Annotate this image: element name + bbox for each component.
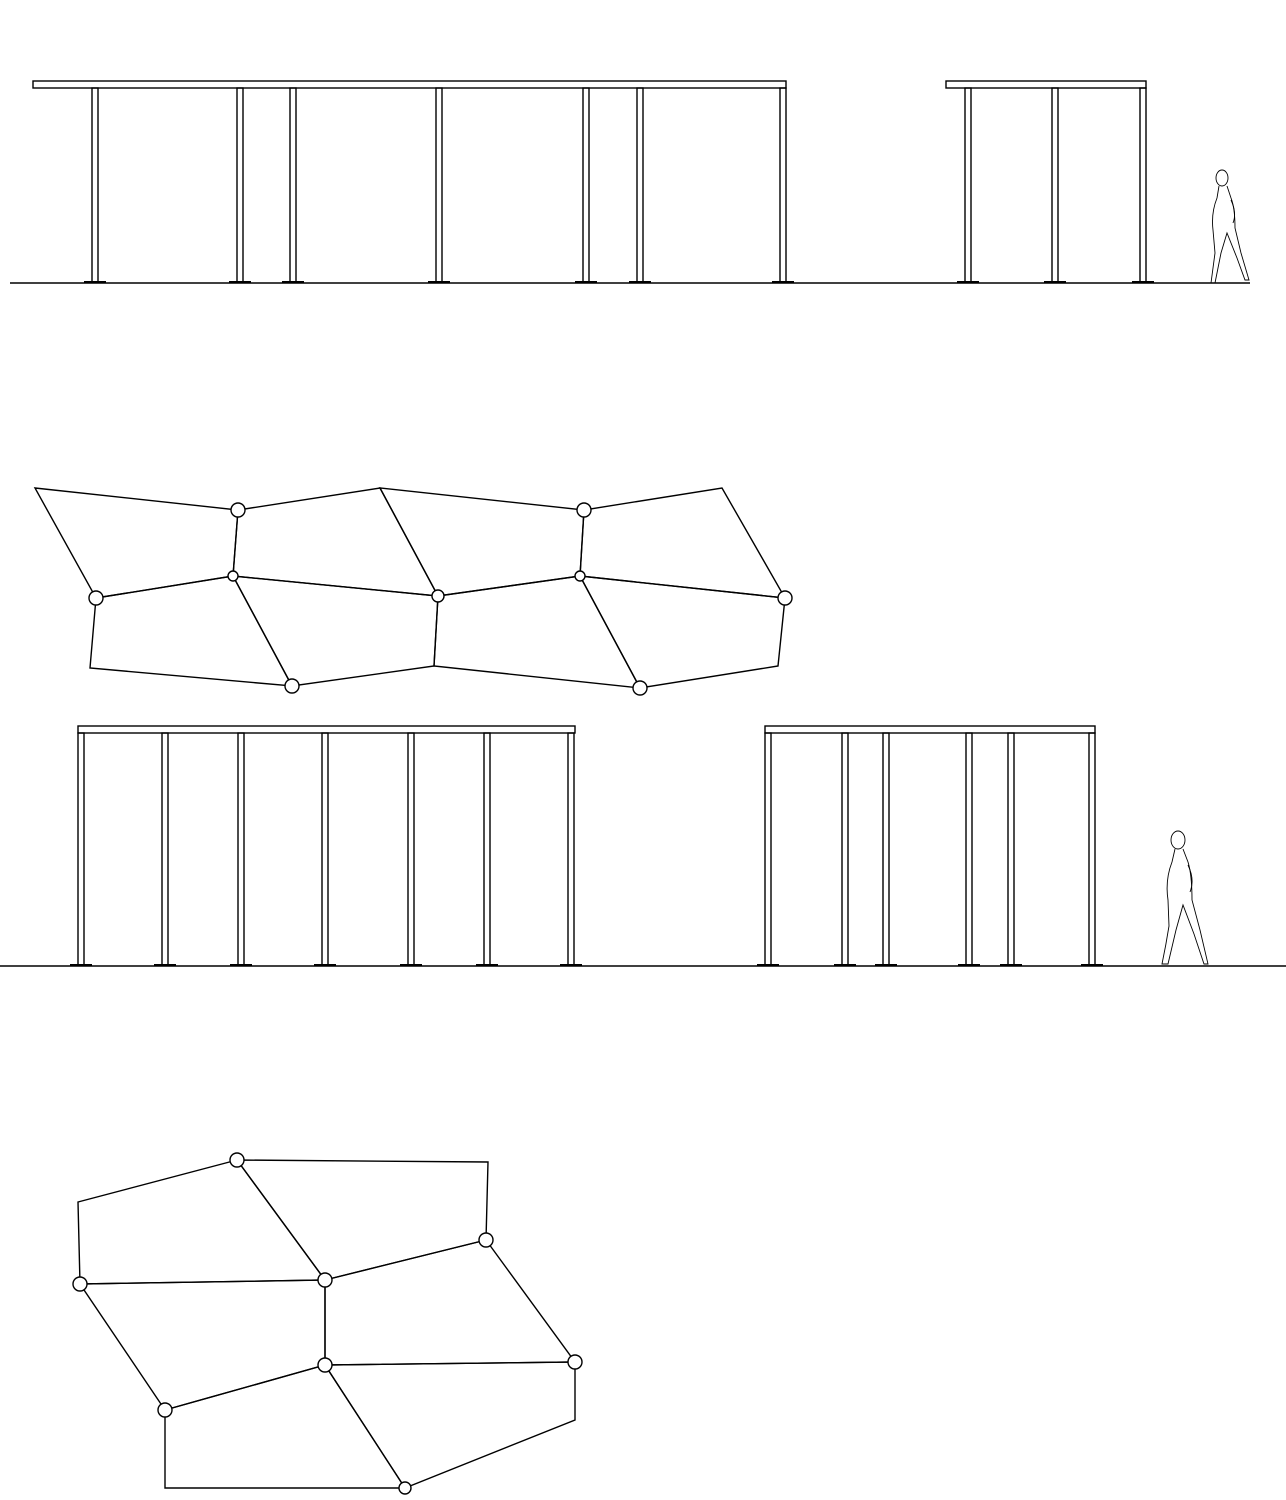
roof-panel (78, 1279, 326, 1411)
roof-panel (323, 1361, 576, 1489)
column-base-plate (230, 964, 252, 966)
roof-edge (945, 80, 1147, 89)
column-base-plate (84, 281, 106, 283)
column-base-plate (1044, 281, 1066, 283)
human-figure-scale-2 (1161, 830, 1209, 965)
column-joints (88, 502, 793, 696)
column (289, 87, 297, 283)
column-base-plate (1132, 281, 1154, 283)
column-base-plate (575, 281, 597, 283)
roof-panel (578, 575, 786, 689)
column (435, 87, 443, 283)
column-base-plate (757, 964, 779, 966)
column (582, 87, 590, 283)
column (161, 732, 169, 966)
column-base-plate (400, 964, 422, 966)
column (1139, 87, 1147, 283)
roof-panel (232, 487, 440, 597)
column-base-plate (476, 964, 498, 966)
roof-panel (231, 575, 439, 687)
column (321, 732, 329, 966)
column (567, 732, 575, 966)
column (964, 87, 972, 283)
column-base-plate (834, 964, 856, 966)
column (965, 732, 973, 966)
column-base-plate (314, 964, 336, 966)
column (407, 732, 415, 966)
column (882, 732, 890, 966)
column (779, 87, 787, 283)
column-base-plate (1081, 964, 1103, 966)
column (841, 732, 849, 966)
column-joints (72, 1152, 583, 1495)
column-base-plate (428, 281, 450, 283)
column-base-plate (560, 964, 582, 966)
column (636, 87, 644, 283)
roof-panel (77, 1159, 327, 1285)
roof-panel (579, 487, 787, 599)
roof-panel (164, 1364, 407, 1489)
column (91, 87, 99, 283)
roof-plan-2 (72, 1152, 583, 1495)
column (1051, 87, 1059, 283)
column-base-plate (70, 964, 92, 966)
column (236, 87, 244, 283)
elevation-1 (10, 80, 1250, 284)
column-base-plate (875, 964, 897, 966)
column-base-plate (1000, 964, 1022, 966)
roof-panel (235, 1159, 489, 1281)
roof-edge (32, 80, 787, 89)
column-base-plate (229, 281, 251, 283)
roof-edge (77, 725, 576, 734)
column (237, 732, 245, 966)
elevation-2 (0, 725, 1286, 967)
column (483, 732, 491, 966)
roof-edge (764, 725, 1096, 734)
column-base-plate (958, 964, 980, 966)
roof-panel (33, 487, 239, 599)
column-base-plate (957, 281, 979, 283)
column-base-plate (772, 281, 794, 283)
human-figure-scale-1 (1210, 169, 1250, 284)
column (764, 732, 772, 966)
roof-panel (89, 575, 294, 687)
column-base-plate (629, 281, 651, 283)
roof-panel (433, 575, 642, 689)
column (1088, 732, 1096, 966)
roof-panel (324, 1239, 577, 1366)
column (1007, 732, 1015, 966)
roof-plan-1 (33, 487, 793, 696)
column (77, 732, 85, 966)
column-base-plate (154, 964, 176, 966)
column-base-plate (282, 281, 304, 283)
